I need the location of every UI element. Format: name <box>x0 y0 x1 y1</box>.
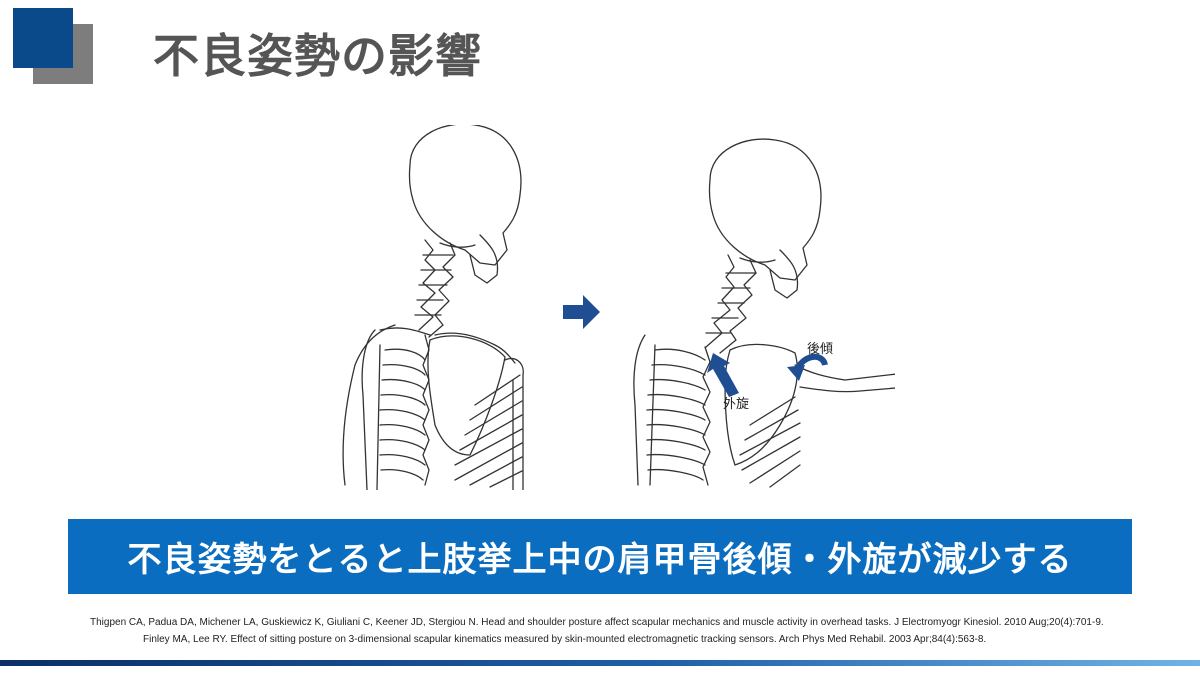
skeleton-poor-posture <box>633 138 895 488</box>
logo-square-blue <box>13 8 73 68</box>
skeleton-normal-posture <box>342 125 524 490</box>
skull-right <box>708 138 822 281</box>
external-rotation-arrow-icon <box>707 353 739 397</box>
posterior-tilt-arrow-icon <box>787 353 828 381</box>
bottom-gradient-bar <box>0 660 1200 666</box>
summary-banner: 不良姿勢をとると上肢挙上中の肩甲骨後傾・外旋が減少する <box>68 519 1132 594</box>
references: Thigpen CA, Padua DA, Michener LA, Guski… <box>0 614 1200 648</box>
page-title: 不良姿勢の影響 <box>153 29 482 83</box>
reference-1: Thigpen CA, Padua DA, Michener LA, Guski… <box>90 617 1104 628</box>
label-posterior-tilt: 後傾 <box>807 342 833 357</box>
skeleton-illustration: 後傾 外旋 <box>342 125 895 490</box>
skull-left <box>408 125 522 266</box>
label-external-rotation: 外旋 <box>723 397 749 412</box>
scapula-left <box>427 335 506 456</box>
reference-2: Finley MA, Lee RY. Effect of sitting pos… <box>143 634 987 645</box>
arrow-right-icon <box>563 295 600 329</box>
